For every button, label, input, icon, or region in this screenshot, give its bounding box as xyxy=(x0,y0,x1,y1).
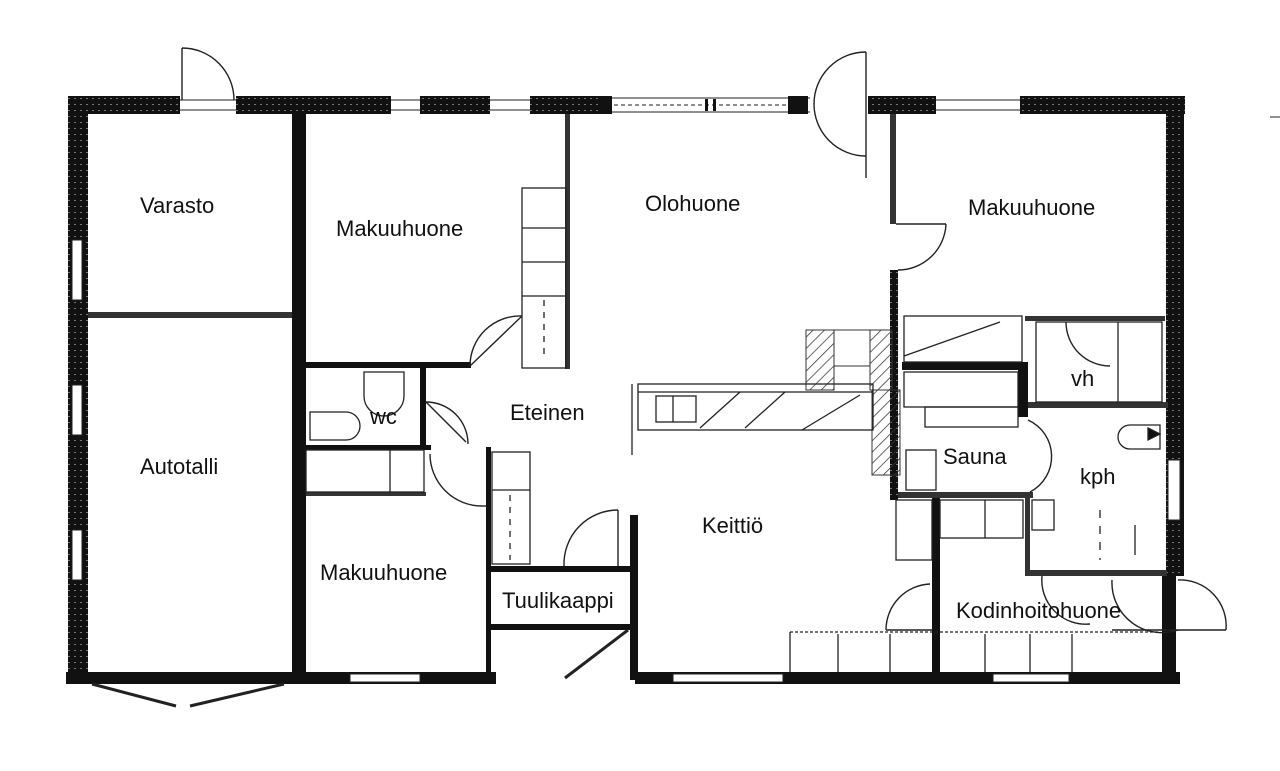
room-label-wc: wc xyxy=(370,404,397,429)
closets xyxy=(305,187,1163,672)
room-label-sauna: Sauna xyxy=(943,444,1007,469)
room-label-eteinen: Eteinen xyxy=(510,400,585,425)
room-label-autotalli: Autotalli xyxy=(140,454,219,479)
room-label-makuuhuone-nw: Makuuhuone xyxy=(336,216,464,241)
fireplace xyxy=(805,329,901,476)
exterior-walls xyxy=(66,96,1185,684)
room-label-keittio: Keittiö xyxy=(702,513,764,538)
room-label-tuulikaappi: Tuulikaappi xyxy=(502,588,614,613)
kitchen-counter xyxy=(631,383,874,455)
room-label-kodinhoitohuone: Kodinhoitohuone xyxy=(956,598,1122,623)
room-label-kph: kph xyxy=(1080,464,1116,489)
room-label-varasto: Varasto xyxy=(140,193,215,218)
room-label-makuuhuone-ne: Makuuhuone xyxy=(968,195,1096,220)
room-label-vh: vh xyxy=(1071,366,1095,391)
interior-walls xyxy=(88,114,1168,680)
doors xyxy=(91,47,1227,708)
room-label-makuuhuone-sw: Makuuhuone xyxy=(320,560,448,585)
top-window-strip xyxy=(180,97,810,113)
fixtures xyxy=(309,371,1162,560)
room-label-olohuone: Olohuone xyxy=(645,191,741,216)
